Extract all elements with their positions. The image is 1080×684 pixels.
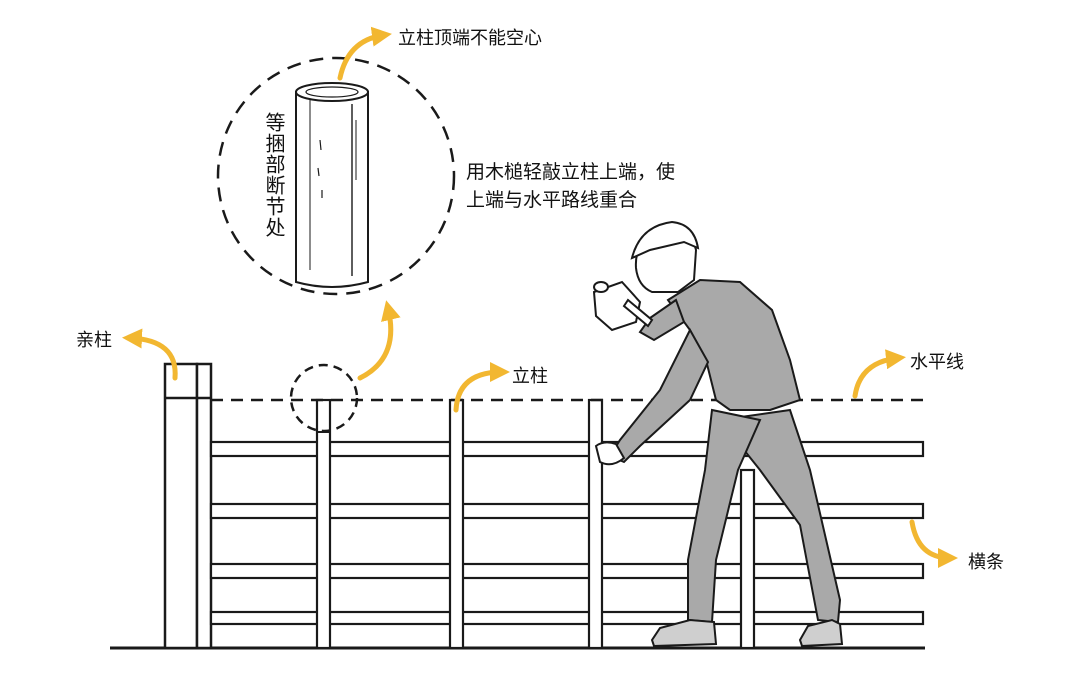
mallet-icon bbox=[592, 280, 654, 332]
label-end-post: 亲柱 bbox=[76, 330, 112, 351]
label-post-top-not-hollow: 立柱顶端不能空心 bbox=[398, 28, 542, 49]
label-rail: 横条 bbox=[968, 552, 1004, 573]
callout-arrow-icon bbox=[122, 26, 958, 568]
posts bbox=[315, 398, 756, 650]
post bbox=[587, 398, 604, 650]
label-equal-bundle-joint: 等捆部断节处 bbox=[262, 112, 286, 238]
label-horizontal-line: 水平线 bbox=[910, 352, 964, 373]
worker bbox=[594, 220, 844, 648]
post bbox=[315, 398, 332, 650]
post bbox=[739, 468, 756, 650]
instruction-line-2: 上端与水平路线重合 bbox=[466, 189, 638, 211]
post bbox=[448, 398, 465, 650]
end-post bbox=[163, 362, 213, 650]
detail-marker-circle bbox=[289, 363, 359, 433]
label-post: 立柱 bbox=[512, 366, 548, 387]
instruction-line-1: 用木槌轻敲立柱上端，使 bbox=[466, 161, 676, 183]
magnified-detail-circle bbox=[216, 56, 456, 296]
magnified-post bbox=[295, 82, 369, 288]
